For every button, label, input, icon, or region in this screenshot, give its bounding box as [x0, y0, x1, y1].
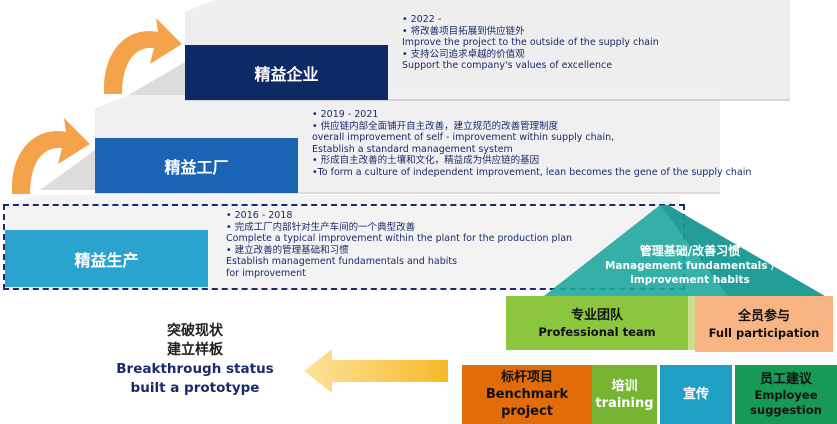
- pyramid-top-en: improvement habits: [630, 274, 750, 286]
- block-cn: 员工建议: [759, 372, 812, 387]
- caption-cn-line: 建立样板: [167, 342, 223, 358]
- stage-lean-production: 精益生产: [5, 230, 208, 287]
- block-en: suggestion: [750, 403, 822, 417]
- block-employee-suggestion: 员工建议 Employee suggestion: [735, 365, 837, 424]
- block-training: 培训 training: [592, 365, 657, 424]
- block-cn: 标杆项目: [500, 370, 553, 385]
- block-en: training: [595, 395, 654, 411]
- block-cn: 培训: [611, 378, 638, 394]
- up-arrow-icon: [11, 118, 91, 194]
- block-en: Benchmark: [485, 387, 569, 402]
- detail-line: • 形成自主改善的土壤和文化，精益成为供应链的基因: [312, 155, 540, 166]
- block-benchmark-project: 标杆项目 Benchmark project: [462, 365, 592, 424]
- detail-line: • 2022 -: [402, 14, 442, 25]
- detail-line: • 2016 - 2018: [226, 210, 293, 221]
- block-full-participation: 全员参与 Full participation: [695, 296, 833, 352]
- block-cn: 专业团队: [570, 307, 623, 323]
- caption-en-line: built a prototype: [130, 380, 260, 396]
- detail-line: • 完成工厂内部针对生产车间的一个典型改善: [226, 221, 416, 233]
- stage-lean-factory: 精益工厂: [95, 138, 298, 193]
- detail-line: Support the company's values of excellen…: [402, 60, 613, 71]
- detail-line: Complete a typical improvement within th…: [226, 233, 573, 244]
- detail-line: • 供应链内部全面铺开自主改善，建立规范的改善管理制度: [312, 120, 559, 132]
- block-publicity: 宣传: [660, 365, 732, 424]
- detail-line: for improvement: [226, 267, 306, 279]
- stage-title: 精益工厂: [164, 157, 229, 177]
- block-en: project: [501, 404, 553, 419]
- pyramid-top-label: 管理基础/改善习惯 Management fundamentals / impr…: [595, 243, 785, 287]
- block-connector: [688, 296, 698, 350]
- block-professional-team: 专业团队 Professional team: [506, 296, 688, 350]
- pyramid-top-shape: [540, 205, 830, 299]
- detail-line: Improve the project to the outside of th…: [402, 37, 659, 48]
- block-en: Full participation: [708, 325, 820, 340]
- detail-line: • 建立改善的管理基础和习惯: [226, 244, 349, 256]
- pyramid-top-cn: 管理基础/改善习惯: [639, 244, 741, 258]
- block-en: Employee: [754, 388, 818, 402]
- detail-line: •To form a culture of independent improv…: [312, 166, 752, 178]
- caption-cn-line: 突破现状: [167, 323, 223, 339]
- block-en: Professional team: [538, 324, 656, 339]
- stage-production-details: • 2016 - 2018 • 完成工厂内部针对生产车间的一个典型改善 Comp…: [226, 210, 572, 279]
- caption-en-line: Breakthrough status: [116, 361, 274, 377]
- block-cn: 宣传: [682, 387, 709, 402]
- detail-line: • 将改善项目拓展到供应链外: [402, 25, 525, 37]
- stage-enterprise-details: • 2022 - • 将改善项目拓展到供应链外 Improve the proj…: [402, 14, 659, 72]
- stage-title: 精益企业: [254, 64, 319, 84]
- detail-line: Establish management fundamentals and ha…: [226, 256, 458, 267]
- stage-factory-details: • 2019 - 2021 • 供应链内部全面铺开自主改善，建立规范的改善管理制…: [312, 109, 751, 178]
- stage-lean-enterprise: 精益企业: [185, 45, 388, 100]
- detail-line: overall improvement of self - improvemen…: [312, 132, 615, 143]
- left-arrow-icon: [304, 349, 448, 393]
- pyramid-top-en: Management fundamentals /: [604, 260, 776, 272]
- detail-line: • 支持公司追求卓越的价值观: [402, 48, 525, 60]
- detail-line: Establish a standard management system: [312, 143, 513, 155]
- up-arrow-icon: [103, 18, 182, 94]
- stage-title: 精益生产: [74, 250, 139, 270]
- detail-line: • 2019 - 2021: [312, 109, 379, 120]
- breakthrough-caption: 突破现状 建立样板 Breakthrough status built a pr…: [90, 322, 300, 398]
- block-cn: 全员参与: [737, 308, 790, 324]
